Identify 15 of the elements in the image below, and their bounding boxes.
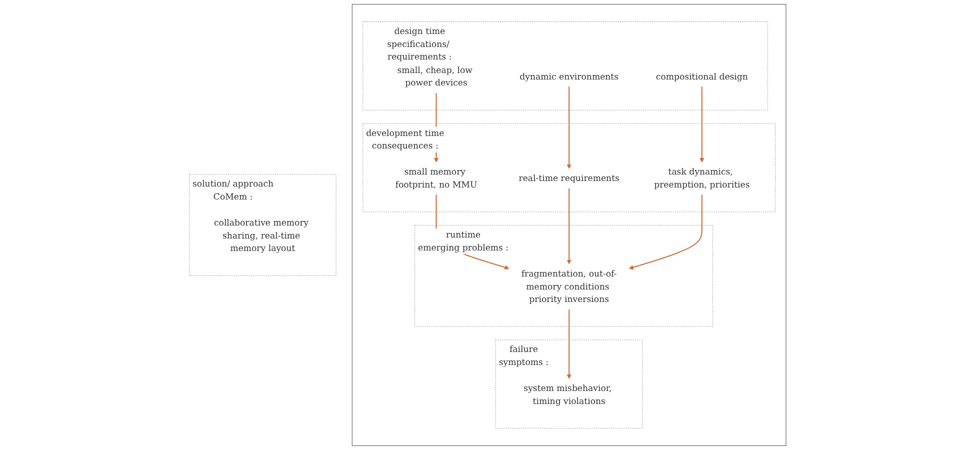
arrow [700, 86, 705, 163]
node-text: dynamic environments [520, 71, 619, 82]
node-text: small, cheap, low power devices [398, 64, 473, 88]
node-text: small memory footprint, no MMU [396, 166, 478, 190]
arrow [629, 194, 703, 270]
node-text: collaborative memory sharing, real-time memory layout [214, 217, 309, 254]
node-text: compositional design [656, 71, 748, 82]
arrow [567, 188, 572, 264]
arrow [567, 86, 572, 169]
node-text: fragmentation, out-of-memory conditions priority inversions [522, 268, 618, 304]
node-text: system misbehavior, timing violations [524, 383, 612, 406]
arrow [567, 309, 572, 379]
node-text: real-time requirements [519, 173, 620, 184]
node-text: task dynamics, preemption, priorities [654, 166, 750, 190]
cluster [352, 4, 787, 446]
